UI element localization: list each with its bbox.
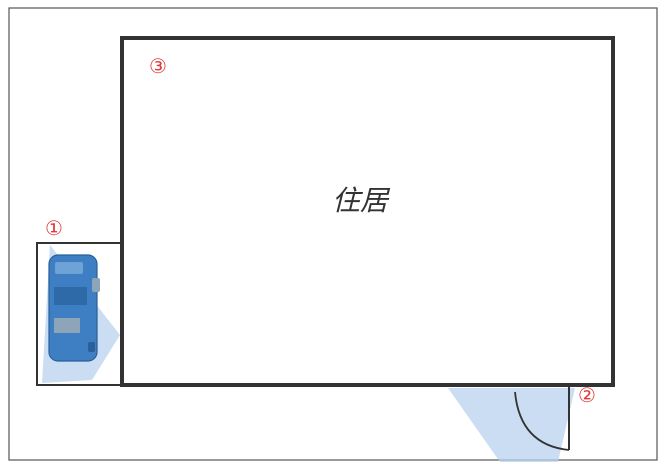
residence-room (120, 36, 615, 387)
drawing-frame (8, 7, 658, 461)
marker-3: ③ (149, 54, 167, 78)
marker-1: ① (45, 216, 63, 240)
garage-outline (36, 242, 122, 386)
residence-label: 住居 (332, 184, 391, 217)
marker-2: ② (578, 383, 596, 407)
camera-2-view-cone (448, 388, 575, 462)
car-icon (48, 254, 100, 362)
door-swing-icon (514, 385, 570, 451)
